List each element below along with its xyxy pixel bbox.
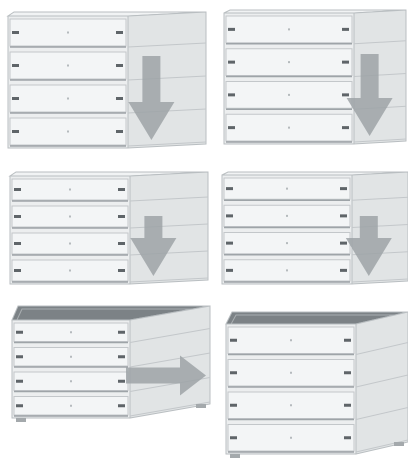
drawer-mark xyxy=(69,243,71,245)
drawer-mark xyxy=(288,127,290,129)
foot xyxy=(196,404,206,408)
drawer-handle-left xyxy=(226,269,233,272)
drawer-mark xyxy=(69,216,71,218)
drawer-handle-right xyxy=(340,214,347,217)
drawer-mark xyxy=(290,372,292,374)
box-side-face xyxy=(130,172,208,284)
drawer-handle-left xyxy=(226,214,233,217)
drawer-handle-right xyxy=(340,242,347,245)
drawer-handle-right xyxy=(118,404,125,407)
stack-middle-right xyxy=(222,172,408,284)
drawer-handle-left xyxy=(14,242,21,245)
foot xyxy=(394,442,404,446)
drawer-mark xyxy=(67,98,69,100)
drawer-handle-right xyxy=(342,61,349,64)
box-side-face xyxy=(130,306,210,418)
drawer-handle-left xyxy=(226,242,233,245)
foot xyxy=(16,418,26,422)
drawer-handle-left xyxy=(228,126,235,129)
drawer-handle-right xyxy=(118,355,125,358)
drawer-handle-right xyxy=(118,331,125,334)
drawer-handle-right xyxy=(342,93,349,96)
foot xyxy=(230,454,240,458)
drawer-mark xyxy=(67,65,69,67)
stack-bottom-right xyxy=(226,312,408,458)
stack-top-right xyxy=(224,10,406,144)
drawer-handle-left xyxy=(228,61,235,64)
drawer-handle-right xyxy=(116,64,123,67)
drawer-handle-right xyxy=(118,242,125,245)
drawer-mark xyxy=(67,131,69,133)
drawer-mark xyxy=(286,269,288,271)
drawer-mark xyxy=(286,242,288,244)
drawer-handle-left xyxy=(14,215,21,218)
box-side-face xyxy=(356,312,408,454)
drawer-handle-right xyxy=(344,371,351,374)
drawer-mark xyxy=(67,32,69,34)
drawer-handle-right xyxy=(118,380,125,383)
drawer-handle-left xyxy=(12,130,19,133)
drawer-mark xyxy=(69,189,71,191)
drawer-mark xyxy=(290,339,292,341)
drawer-mark xyxy=(70,356,72,358)
drawer-handle-left xyxy=(16,355,23,358)
drawer-handle-left xyxy=(16,331,23,334)
drawer-handle-right xyxy=(116,130,123,133)
drawer-mark xyxy=(288,61,290,63)
drawer-handle-right xyxy=(344,404,351,407)
drawer-handle-right xyxy=(118,188,125,191)
stack-bottom-left xyxy=(12,306,210,422)
drawer-handle-right xyxy=(342,28,349,31)
drawer-handle-left xyxy=(12,64,19,67)
drawer-mark xyxy=(70,380,72,382)
drawer-handle-left xyxy=(14,269,21,272)
drawer-mark xyxy=(286,215,288,217)
drawer-mark xyxy=(288,28,290,30)
drawer-handle-left xyxy=(16,380,23,383)
drawer-handle-left xyxy=(228,93,235,96)
drawer-handle-left xyxy=(16,404,23,407)
drawer-handle-left xyxy=(228,28,235,31)
drawer-handle-right xyxy=(118,269,125,272)
drawer-handle-left xyxy=(230,404,237,407)
drawer-handle-right xyxy=(344,436,351,439)
drawer-handle-left xyxy=(230,371,237,374)
drawer-handle-left xyxy=(14,188,21,191)
drawer-mark xyxy=(290,404,292,406)
drawer-handle-left xyxy=(230,339,237,342)
box-side-face xyxy=(128,12,206,148)
drawer-mark xyxy=(69,270,71,272)
drawer-mark xyxy=(286,188,288,190)
drawer-handle-left xyxy=(12,31,19,34)
stack-middle-left xyxy=(10,172,208,284)
drawer-handle-right xyxy=(116,97,123,100)
drawer-handle-right xyxy=(344,339,351,342)
drawer-mark xyxy=(288,94,290,96)
stack-top-left xyxy=(8,12,206,148)
drawer-mark xyxy=(70,331,72,333)
drawer-handle-left xyxy=(230,436,237,439)
drawer-handle-left xyxy=(226,187,233,190)
drawer-handle-left xyxy=(12,97,19,100)
drawer-handle-right xyxy=(340,269,347,272)
drawer-mark xyxy=(70,405,72,407)
drawer-mark xyxy=(290,437,292,439)
drawer-handle-right xyxy=(340,187,347,190)
drawer-handle-right xyxy=(342,126,349,129)
drawer-handle-right xyxy=(118,215,125,218)
drawer-handle-right xyxy=(116,31,123,34)
